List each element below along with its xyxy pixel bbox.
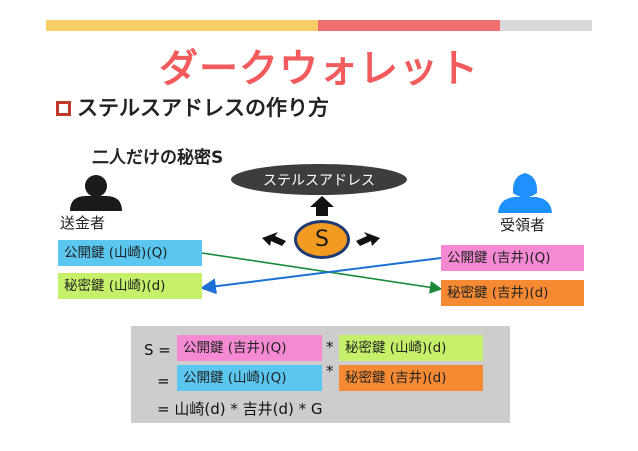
receiver-public-key: 公開鍵 (吉井)(Q) [441,245,584,271]
receiver-private-key: 秘密鍵 (吉井)(d) [441,280,584,306]
formula-line1-key-b: 秘密鍵 (山崎)(d) [339,335,483,361]
bullet-square-icon [56,101,71,116]
arrow-sender-pub-to-receiver-priv [201,252,443,294]
sender-public-key: 公開鍵 (山崎)(Q) [58,240,202,266]
formula-line1-prefix: S = [144,341,171,359]
header-bar-yellow [46,20,318,31]
formula-line3: = 山崎(d) * 吉井(d) * G [157,400,323,418]
formula-line2-prefix: = [157,372,170,390]
subtitle-text: ステルスアドレスの作り方 [77,96,329,120]
arrow-receiver-pub-to-sender-priv [200,257,442,295]
stealth-address-node: ステルスアドレス [231,164,407,195]
header-bar-red [318,20,500,31]
arrow-left-into-s-icon [356,232,380,246]
sender-label: 送金者 [60,214,106,232]
formula-line2-key-b: 秘密鍵 (吉井)(d) [339,365,483,391]
formula-line1-key-a: 公開鍵 (吉井)(Q) [177,335,322,361]
shared-secret-node: S [294,220,350,259]
receiver-person-icon [498,173,552,213]
page-title: ダークウォレット [158,47,479,92]
formula-line2-key-a: 公開鍵 (山崎)(Q) [177,365,322,391]
subtitle: ステルスアドレスの作り方 [56,92,329,122]
formula-line2-operator: * [326,362,334,380]
sender-person-icon [70,175,122,211]
header-bar-gray [500,20,592,31]
secret-label: 二人だけの秘密S [92,148,224,168]
up-arrow-icon [310,196,334,216]
formula-line1-operator: * [326,338,334,356]
receiver-label: 受領者 [500,216,546,234]
arrow-right-into-s-icon [262,232,286,246]
sender-private-key: 秘密鍵 (山崎)(d) [58,273,202,299]
